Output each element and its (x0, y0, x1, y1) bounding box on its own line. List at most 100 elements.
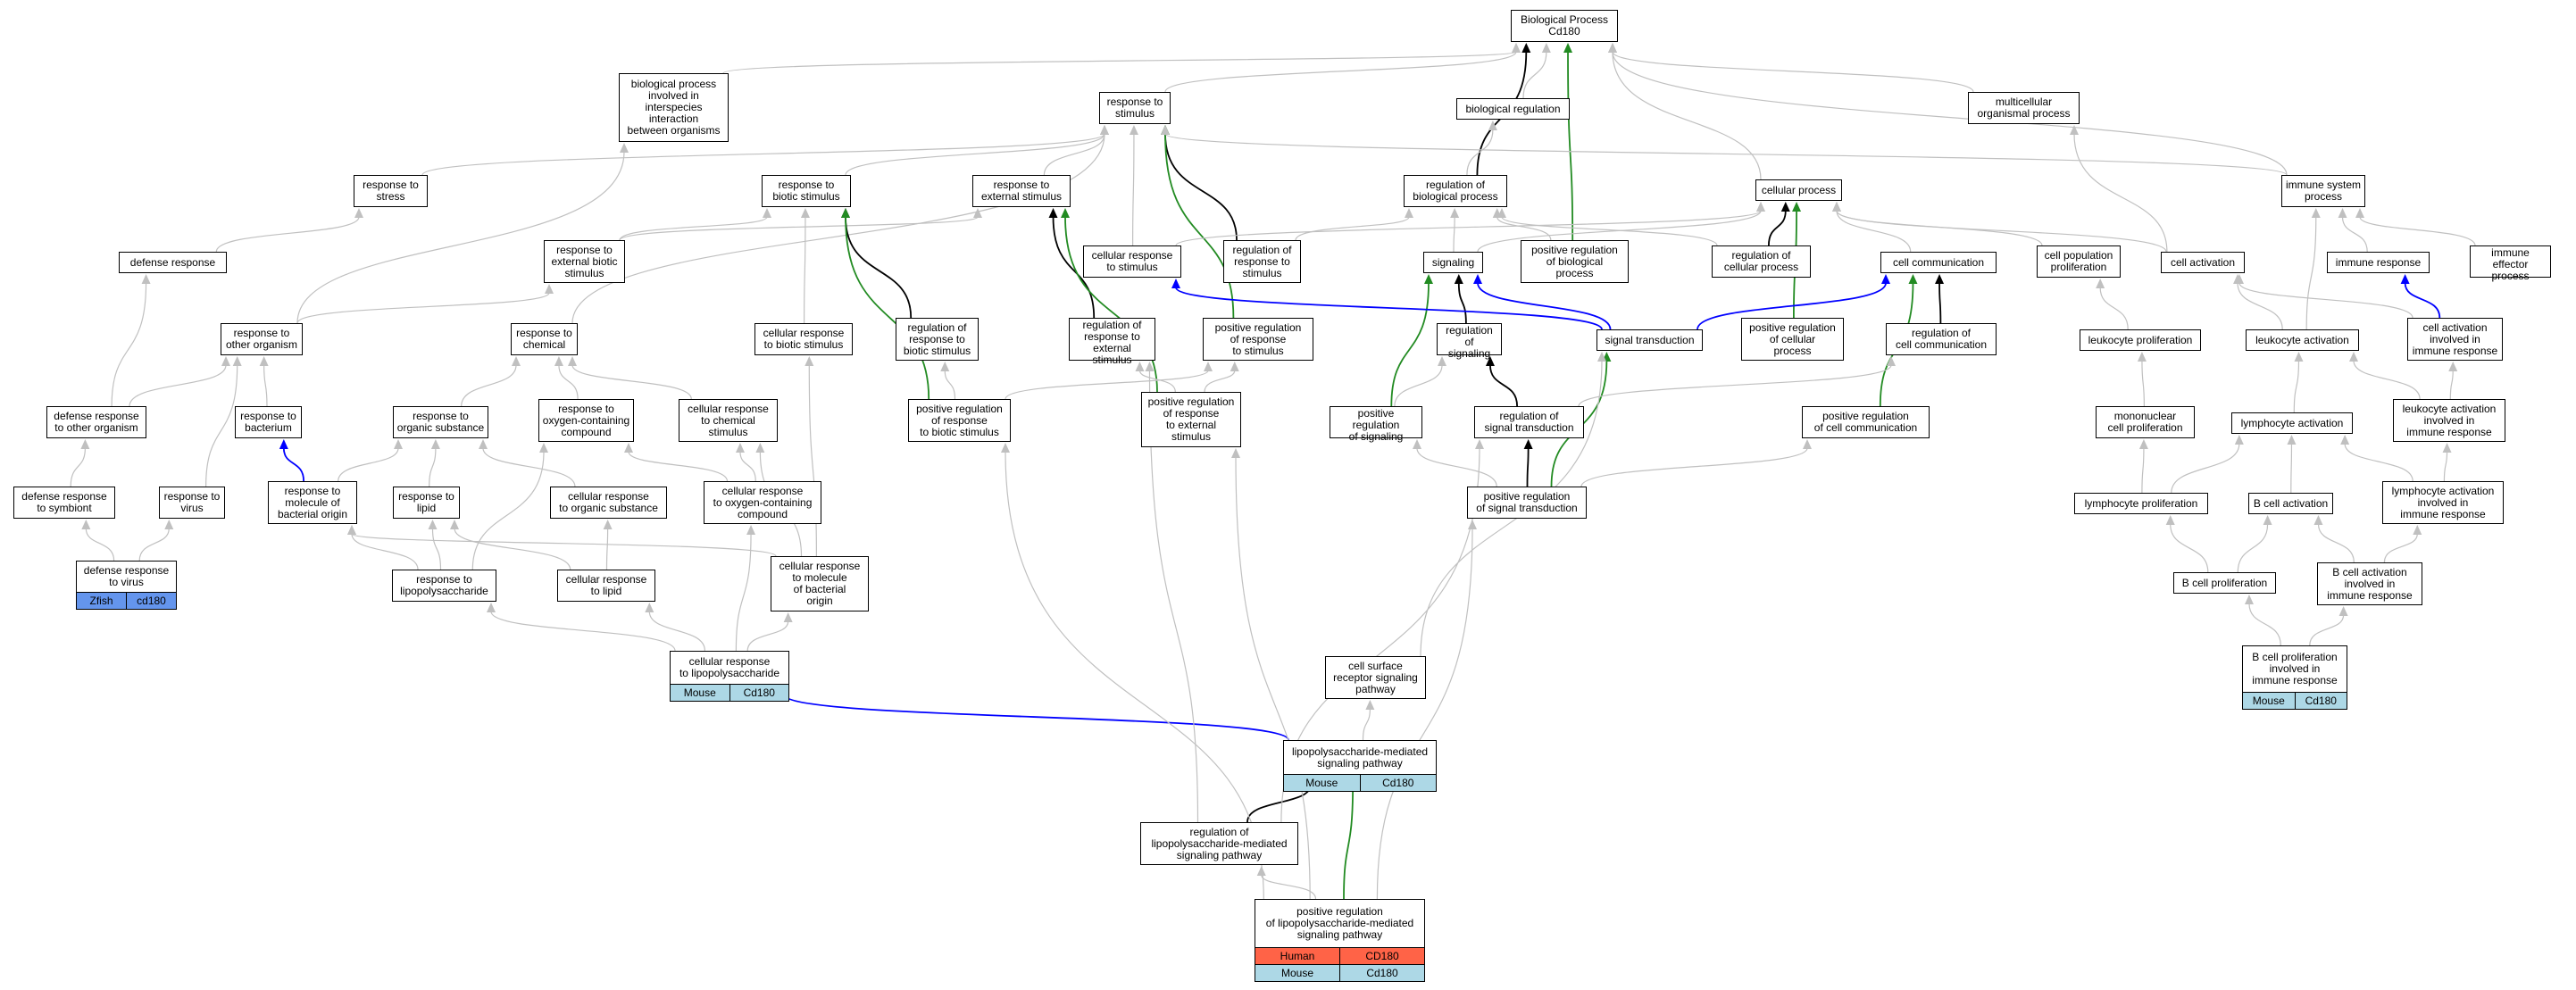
go-term-bcellact[interactable]: B cell activation (2248, 493, 2333, 514)
go-term-regsigtrans[interactable]: regulation of signal transduction (1474, 406, 1584, 438)
go-term-posregrbiotic[interactable]: positive regulation of response to bioti… (908, 399, 1011, 442)
go-term-rorgsub[interactable]: response to organic substance (393, 406, 488, 438)
arrowhead-reglps-to-regrext (1145, 362, 1155, 371)
go-term-cellpop[interactable]: cell population proliferation (2037, 245, 2121, 278)
go-term-lymphact[interactable]: lymphocyte activation (2231, 412, 2353, 434)
go-term-immeff[interactable]: immune effector process (2470, 245, 2551, 282)
go-term-regrstim[interactable]: regulation of response to stimulus (1223, 240, 1301, 283)
go-term-roxy[interactable]: response to oxygen-containing compound (538, 399, 634, 442)
go-term-defsymb[interactable]: defense response to symbiont (13, 487, 115, 519)
edge-cellcomm-to-cellp (1836, 210, 1912, 253)
go-term-posregbp[interactable]: positive regulation of biological proces… (1521, 240, 1629, 283)
edge-rbact-to-rotherorg (263, 364, 268, 407)
go-term-leukact[interactable]: leukocyte activation (2246, 329, 2359, 351)
go-term-regcellp[interactable]: regulation of cellular process (1712, 245, 1811, 278)
go-term-posregrext[interactable]: positive regulation of response to exter… (1141, 392, 1241, 447)
arrowhead-defsymb-to-defother (80, 439, 90, 449)
go-term-lpspath[interactable]: lipopolysaccharide-mediated signaling pa… (1283, 740, 1437, 792)
go-term-rotherorg[interactable]: response to other organism (221, 323, 303, 355)
edge-breg-to-bp (1522, 51, 1547, 99)
go-term-lymphprolif[interactable]: lymphocyte proliferation (2074, 493, 2208, 514)
go-term-reglps[interactable]: regulation of lipopolysaccharide-mediate… (1140, 822, 1298, 865)
go-term-crorgsub[interactable]: cellular response to organic substance (550, 487, 667, 519)
go-term-rvirus[interactable]: response to virus (159, 487, 225, 519)
edge-posreglps-to-posregrext (1235, 456, 1311, 900)
go-term-cellp[interactable]: cellular process (1755, 179, 1842, 201)
edge-rlps-to-roxy (471, 451, 545, 570)
go-term-regrext[interactable]: regulation of response to external stimu… (1069, 318, 1155, 366)
go-term-posregcellp[interactable]: positive regulation of cellular process (1741, 318, 1844, 361)
go-term-posregrstim[interactable]: positive regulation of response to stimu… (1203, 318, 1313, 361)
go-term-bcellprolif[interactable]: B cell proliferation (2173, 572, 2276, 594)
go-term-regbp[interactable]: regulation of biological process (1404, 175, 1507, 207)
go-term-multi[interactable]: multicellular organismal process (1968, 92, 2080, 124)
go-term-crchem[interactable]: cellular response to chemical stimulus (679, 399, 778, 442)
edge-defresp-to-rstress (215, 216, 360, 253)
edge-lymphprolif-to-mononuc (2141, 447, 2145, 494)
go-term-posregsig[interactable]: positive regulation of signaling (1330, 406, 1422, 443)
go-term-rbact[interactable]: response to bacterium (235, 406, 302, 438)
go-term-rmolbact[interactable]: response to molecule of bacterial origin (268, 481, 357, 524)
go-term-rext[interactable]: response to external stimulus (972, 175, 1071, 207)
arrowhead-defother-to-defresp (141, 274, 151, 284)
edge-rextbio-to-rbiotic (619, 216, 768, 241)
go-term-label: defense response to other organism (54, 410, 139, 434)
edge-cellp-to-bp (1612, 51, 1762, 180)
go-term-rlps[interactable]: response to lipopolysaccharide (392, 570, 496, 602)
go-term-posregsigtrans[interactable]: positive regulation of signal transducti… (1467, 487, 1587, 519)
edge-regcellp-to-cellp (1768, 210, 1787, 246)
go-term-signaling[interactable]: signaling (1423, 252, 1483, 273)
edge-rmolbact-to-rorgsub (338, 447, 399, 482)
edge-bpint-to-bp (722, 51, 1517, 74)
go-term-crlipid[interactable]: cellular response to lipid (557, 570, 655, 602)
go-term-defother[interactable]: defense response to other organism (46, 406, 146, 438)
go-term-rstim[interactable]: response to stimulus (1099, 92, 1171, 124)
go-term-bp[interactable]: Biological Process Cd180 (1511, 10, 1618, 42)
go-term-cellact[interactable]: cell activation (2161, 252, 2245, 273)
go-term-label: regulation of response to stimulus (1232, 243, 1292, 279)
go-term-bprolifimm[interactable]: B cell proliferation involved in immune … (2242, 645, 2347, 710)
edge-posregrbiotic-to-rbiotic (845, 216, 930, 400)
go-term-rchem[interactable]: response to chemical (511, 323, 578, 355)
arrowhead-rextbio-to-rext (973, 208, 982, 218)
go-term-regcellcomm[interactable]: regulation of cell communication (1886, 323, 1997, 355)
go-term-immresp[interactable]: immune response (2327, 252, 2430, 273)
go-term-leukactimm[interactable]: leukocyte activation involved in immune … (2393, 399, 2505, 442)
go-term-defresp[interactable]: defense response (119, 252, 227, 273)
edge-crlps-to-rlps (490, 611, 676, 652)
go-term-lymphactimm[interactable]: lymphocyte activation involved in immune… (2382, 481, 2504, 524)
go-term-label: response to oxygen-containing compound (542, 402, 630, 438)
go-term-bcellactimm[interactable]: B cell activation involved in immune res… (2317, 562, 2422, 605)
go-term-label: cellular response to lipid (565, 573, 647, 597)
go-term-rbiotic[interactable]: response to biotic stimulus (762, 175, 851, 207)
go-term-crmolbact[interactable]: cellular response to molecule of bacteri… (771, 556, 869, 611)
go-term-bpint[interactable]: biological process involved in interspec… (619, 73, 729, 142)
go-term-label: response to other organism (225, 327, 298, 351)
go-term-rlipid[interactable]: response to lipid (393, 487, 460, 519)
arrowhead-rlps-to-rlipid (428, 520, 438, 529)
go-term-mononuc[interactable]: mononuclear cell proliferation (2096, 406, 2195, 438)
go-term-sigtrans[interactable]: signal transduction (1596, 329, 1703, 351)
go-term-regsig[interactable]: regulation of signaling (1437, 323, 1502, 360)
go-term-crstim[interactable]: cellular response to stimulus (1083, 245, 1181, 278)
go-term-cellactimm[interactable]: cell activation involved in immune respo… (2407, 318, 2503, 361)
go-term-immsys[interactable]: immune system process (2281, 175, 2365, 207)
arrowhead-posregsigtrans-to-regsigtrans (1523, 439, 1533, 449)
edge-rotherorg-to-rextbio (296, 292, 550, 324)
go-term-rextbio[interactable]: response to external biotic stimulus (544, 240, 625, 283)
go-term-breg[interactable]: biological regulation (1456, 98, 1570, 120)
go-term-regrbiotic[interactable]: regulation of response to biotic stimulu… (896, 318, 979, 361)
go-term-crbiotic[interactable]: cellular response to biotic stimulus (754, 323, 853, 355)
arrowhead-regsigtrans-to-regsig (1485, 356, 1495, 366)
go-term-cellcomm[interactable]: cell communication (1880, 252, 1997, 273)
go-term-leukprolif[interactable]: leukocyte proliferation (2080, 329, 2201, 351)
go-term-label: immune response (2335, 255, 2422, 269)
go-term-posreglps[interactable]: positive regulation of lipopolysaccharid… (1255, 899, 1425, 982)
go-term-rstress[interactable]: response to stress (354, 175, 428, 207)
edge-rmolbact-to-rbact (282, 447, 304, 482)
go-term-posregcellcomm[interactable]: positive regulation of cell communicatio… (1802, 406, 1930, 438)
go-term-cellsurf[interactable]: cell surface receptor signaling pathway (1325, 656, 1426, 699)
go-term-croxy[interactable]: cellular response to oxygen-containing c… (704, 481, 821, 524)
